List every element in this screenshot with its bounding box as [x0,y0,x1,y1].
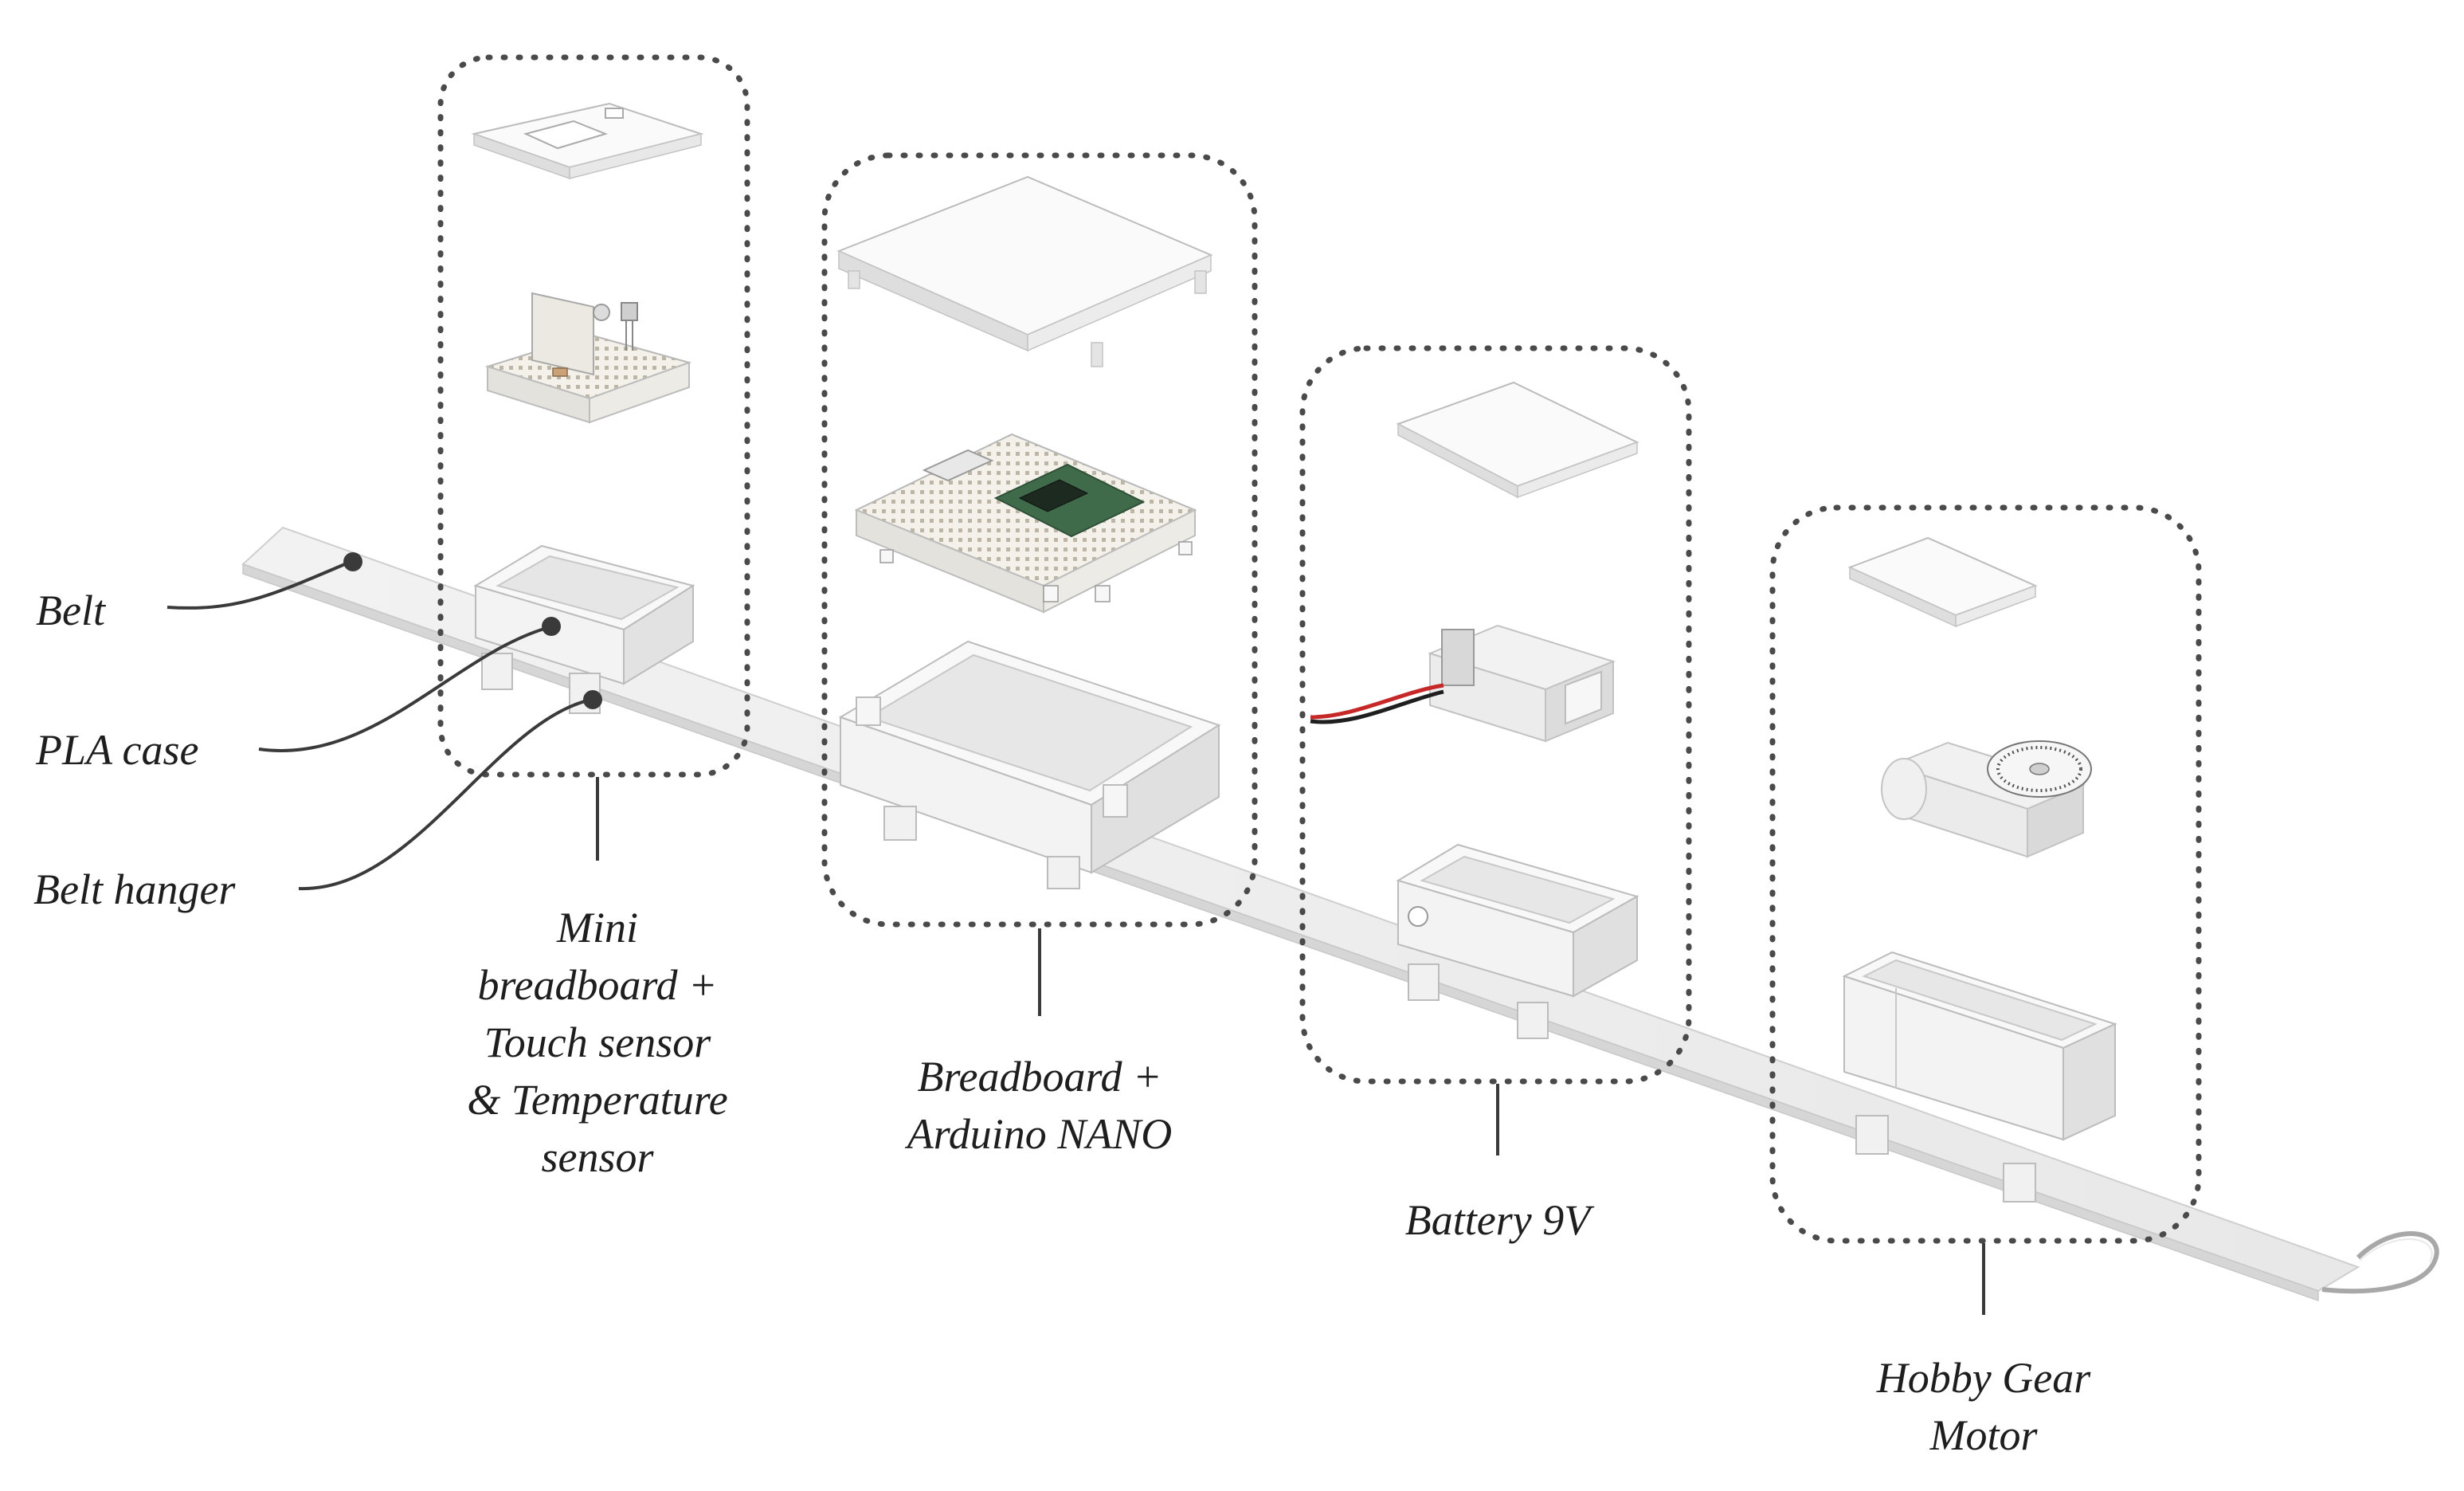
label-belt-hanger: Belt hanger [33,865,236,913]
belt-hanger [883,806,917,841]
module-label-line: Touch sensor [484,1018,711,1066]
breadboard-with-arduino-part [854,433,1197,614]
label-pla-case: PLA case [36,726,199,774]
temperature-sensor [621,302,638,321]
belt-hanger [1855,1115,1889,1155]
callout-belt [166,552,362,610]
battery-9v-part [1310,624,1616,743]
wire-black [1310,689,1444,724]
module-label-line: Arduino NANO [907,1110,1173,1158]
module-label-hobby-gear-motor: Hobby Gear Motor [1877,1349,2090,1464]
module-label-line: Motor [1929,1411,2038,1459]
module-label-line: Mini [556,904,638,951]
module-group-outline [1769,504,2202,1244]
motor-lid [1847,536,2038,628]
module-group-outline [437,54,750,778]
module-battery [1299,345,1692,1156]
motor-pla-case [1842,951,2117,1203]
belt-hanger [481,653,513,690]
hobby-gear-motor-part [1881,740,2092,858]
module-label-line: Hobby Gear [1876,1354,2091,1402]
battery-pla-case [1396,843,1639,1039]
mini-lid [471,102,704,180]
callout-belt-hanger [298,690,602,891]
callout-pla-case [258,617,561,752]
module-label-line: sensor [541,1133,654,1181]
touch-sensor-board [531,292,594,376]
battery-lid [1396,381,1639,499]
module-breadboard-arduino [821,152,1258,1016]
belt-hanger [1408,963,1440,1001]
module-label-breadboard-arduino: Breadboard + Arduino NANO [907,1048,1173,1163]
module-label-line: Breadboard + [917,1053,1162,1101]
module-label-line: & Temperature [467,1076,728,1124]
module-label-battery: Battery 9V [1405,1191,1590,1249]
label-belt: Belt [36,587,105,634]
belt-buckle-ring [2321,1231,2439,1294]
mini-breadboard-part [484,292,692,424]
belt-hanger [1517,1002,1549,1039]
module-group-outline [821,152,1258,928]
module-hobby-gear-motor [1769,504,2202,1315]
belt-hanger [1047,856,1080,889]
battery-clip [1441,629,1475,686]
module-mini-breadboard [437,54,750,861]
breadboard-pla-case [838,640,1221,889]
module-label-line: breadboard + [477,961,718,1009]
module-label-line: Battery 9V [1404,1196,1591,1244]
wire-red [1310,683,1444,720]
breadboard-lid [836,175,1213,367]
module-group-outline [1299,345,1692,1085]
belt-hanger [2003,1163,2036,1203]
module-label-mini-breadboard: Mini breadboard + Touch sensor & Tempera… [467,899,728,1186]
